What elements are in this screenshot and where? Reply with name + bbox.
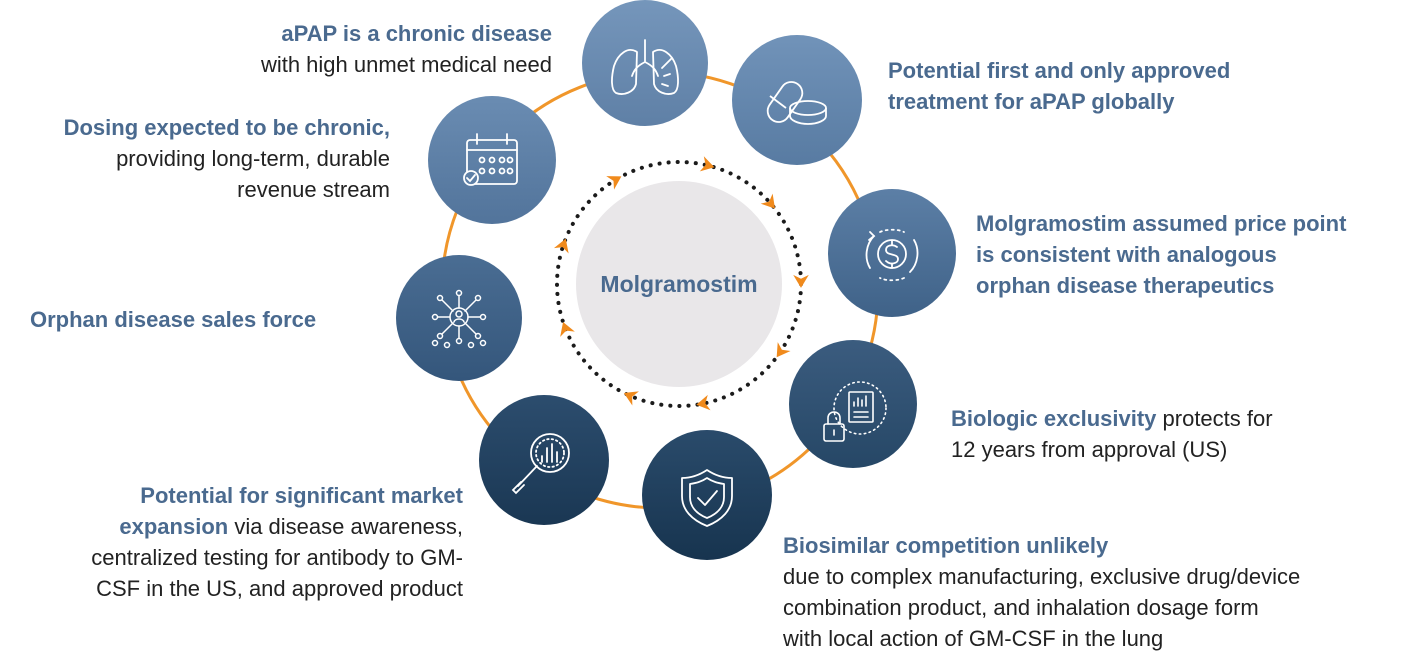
shield-check-icon bbox=[681, 469, 733, 527]
label-sales-force: Orphan disease sales force bbox=[30, 304, 316, 335]
exclusivity-line-2: 12 years from approval (US) bbox=[951, 437, 1228, 462]
node-exclusivity bbox=[789, 340, 917, 468]
node-first-approved bbox=[732, 35, 862, 165]
calendar-check-icon bbox=[463, 133, 518, 186]
node-biosimilar bbox=[642, 430, 772, 560]
label-biosimilar: Biosimilar competition unlikely due to c… bbox=[783, 530, 1300, 654]
exclusivity-line-1: Biologic exclusivity protects for bbox=[951, 403, 1273, 434]
cycle-arrow-1 bbox=[760, 193, 776, 209]
cycle-arrow-5 bbox=[623, 391, 639, 406]
node-apap bbox=[582, 0, 708, 126]
market-line-4: CSF in the US, and approved product bbox=[96, 576, 463, 601]
cycle-arrow-4 bbox=[696, 394, 711, 411]
lungs-icon bbox=[611, 39, 679, 95]
cycle-arrow-6 bbox=[560, 322, 575, 337]
node-sales-force bbox=[396, 255, 522, 381]
first-approved-line-2: treatment for aPAP globally bbox=[888, 89, 1175, 114]
cycle-arrow-8 bbox=[606, 176, 622, 190]
dosing-headline: Dosing expected to be chronic, bbox=[63, 115, 390, 140]
center-label: Molgramostim bbox=[600, 271, 757, 297]
label-dosing: Dosing expected to be chronic, providing… bbox=[64, 112, 390, 205]
dosing-line-3: revenue stream bbox=[237, 177, 390, 202]
market-rest: via disease awareness, bbox=[228, 514, 463, 539]
label-market: Potential for significant market expansi… bbox=[91, 480, 463, 604]
dollar-cycle-icon bbox=[865, 228, 919, 282]
label-exclusivity: Biologic exclusivity protects for 12 yea… bbox=[951, 403, 1273, 465]
price-point-line-1: Molgramostim assumed price point bbox=[976, 211, 1347, 236]
lock-report-icon bbox=[823, 381, 887, 442]
first-approved-line-1: Potential first and only approved bbox=[888, 58, 1231, 83]
pills-icon bbox=[766, 81, 827, 125]
biosimilar-line-3: combination product, and inhalation dosa… bbox=[783, 595, 1259, 620]
market-line-3: centralized testing for antibody to GM- bbox=[91, 545, 463, 570]
biosimilar-line-2: due to complex manufacturing, exclusive … bbox=[783, 564, 1301, 589]
market-line-2: expansion via disease awareness, bbox=[91, 511, 463, 542]
market-highlight: expansion bbox=[119, 514, 229, 539]
exclusivity-rest: protects for bbox=[1156, 406, 1273, 431]
center-disk bbox=[576, 181, 782, 387]
exclusivity-highlight: Biologic exclusivity bbox=[951, 406, 1157, 431]
market-line-1: Potential for significant market bbox=[140, 483, 463, 508]
node-dosing bbox=[428, 96, 556, 224]
nodes bbox=[396, 0, 956, 560]
cycle-arrows bbox=[553, 156, 809, 411]
apap-detail: with high unmet medical need bbox=[260, 52, 552, 77]
cycle-arrow-2 bbox=[793, 274, 809, 288]
cycle-arrow-3 bbox=[776, 342, 791, 358]
node-price-point bbox=[828, 189, 956, 317]
sales-force-headline: Orphan disease sales force bbox=[30, 307, 317, 332]
label-apap: aPAP is a chronic disease with high unme… bbox=[261, 18, 552, 80]
price-point-line-2: is consistent with analogous bbox=[976, 242, 1277, 267]
cycle-arrow-7 bbox=[553, 238, 569, 254]
label-first-approved: Potential first and only approved treatm… bbox=[888, 55, 1230, 117]
dosing-line-2: providing long-term, durable bbox=[116, 146, 390, 171]
label-price-point: Molgramostim assumed price point is cons… bbox=[976, 208, 1346, 301]
biosimilar-headline: Biosimilar competition unlikely bbox=[783, 533, 1109, 558]
cycle-arrow-0 bbox=[699, 156, 715, 172]
biosimilar-line-4: with local action of GM-CSF in the lung bbox=[783, 626, 1164, 651]
price-point-line-3: orphan disease therapeutics bbox=[976, 273, 1275, 298]
node-market bbox=[479, 395, 609, 525]
magnifier-chart-icon bbox=[511, 433, 570, 495]
apap-headline: aPAP is a chronic disease bbox=[281, 21, 552, 46]
network-person-icon bbox=[431, 289, 487, 349]
